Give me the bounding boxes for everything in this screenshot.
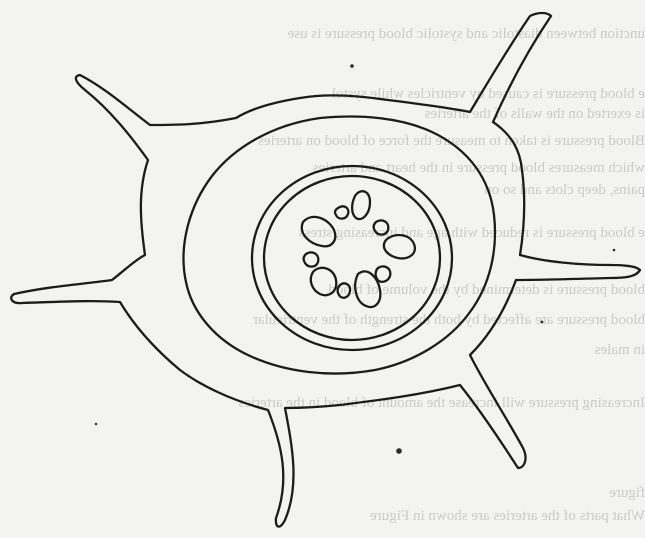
scan-speck — [541, 321, 544, 324]
outer-outline — [11, 13, 640, 527]
vascular-bundle — [335, 206, 348, 218]
vascular-bundle — [376, 266, 391, 281]
vascular-bundle — [352, 191, 370, 219]
vascular-bundle — [302, 217, 335, 246]
scan-speck — [613, 249, 616, 252]
vascular-bundle — [384, 235, 415, 258]
vascular-bundle — [338, 283, 351, 297]
vascular-bundle — [304, 252, 319, 266]
scan-speck — [396, 448, 402, 454]
scan-speck — [350, 64, 354, 68]
vascular-bundle — [374, 220, 389, 234]
vascular-bundle — [311, 268, 336, 295]
inner-outline — [184, 117, 495, 374]
scan-speck — [95, 423, 97, 425]
stele-outer-ring — [252, 166, 452, 350]
